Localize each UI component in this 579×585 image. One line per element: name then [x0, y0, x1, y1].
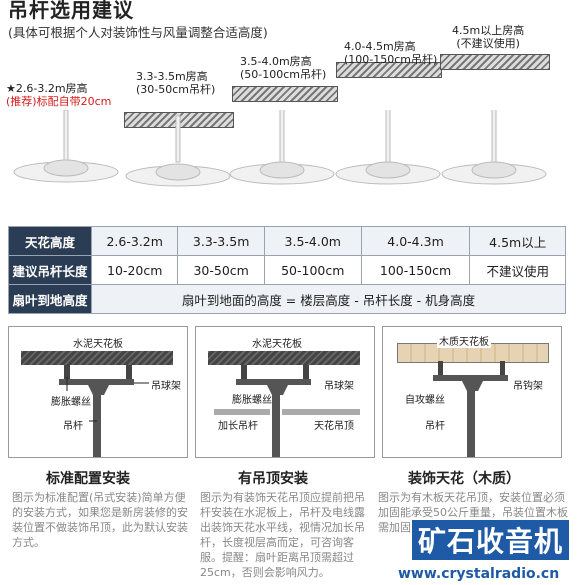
desc-standard: 图示为标准配置(吊式安装)简单方便的安装方式，如果您是新房装修的安装位置不做装饰… — [12, 491, 188, 549]
ceiling-step-2 — [232, 86, 338, 102]
fan-4 — [335, 110, 441, 185]
table-row: 天花高度 2.6-3.2m 3.3-3.5m 3.5-4.0m 4.0-4.3m… — [8, 226, 566, 256]
page-subtitle: (具体可根据个人对装饰性与风量调整合适高度) — [8, 25, 268, 40]
watermark-brand: 矿石收音机 — [412, 520, 570, 560]
concrete-ceiling — [208, 351, 360, 365]
step-3-label: 3.5-4.0m房高(50-100cm吊杆) — [240, 55, 327, 81]
fan-2 — [125, 115, 231, 187]
mount-diagram — [214, 365, 360, 457]
heading-suspended: 有吊顶安装 — [238, 471, 308, 487]
step-1-note: (推荐)标配自带20cm — [6, 95, 112, 108]
mount-diagram — [59, 365, 149, 457]
mount-diagram — [433, 361, 508, 457]
heading-standard: 标准配置安装 — [46, 471, 130, 487]
spec-table: 天花高度 2.6-3.2m 3.3-3.5m 3.5-4.0m 4.0-4.3m… — [8, 226, 566, 314]
fan-1 — [13, 110, 119, 183]
ceiling-fan-illustrations — [13, 110, 547, 187]
install-panel-standard: 水泥天花板 膨胀螺丝 吊球架 吊杆 — [8, 326, 188, 458]
install-panel-wood: 木质天花板 吊钩架 自攻螺丝 吊杆 — [382, 326, 562, 458]
table-row: 扇叶到地高度 扇叶到地面的高度 = 楼层高度 - 吊杆长度 - 机身高度 — [8, 284, 566, 314]
page-title: 吊杆选用建议 — [8, 0, 134, 22]
heading-wood: 装饰天花（木质） — [408, 471, 520, 487]
step-1-label: ★2.6-3.2m房高 (推荐)标配自带20cm — [6, 82, 112, 108]
concrete-ceiling — [21, 351, 173, 365]
desc-suspended: 图示为有装饰天花吊顶应提前把吊杆安装在水泥板上，吊杆及电线露出装饰天花水平线，视… — [200, 491, 365, 579]
table-row: 建议吊杆长度 10-20cm 30-50cm 50-100cm 100-150c… — [8, 255, 566, 285]
fan-3 — [229, 110, 335, 185]
install-panel-suspended: 水泥天花板 膨胀螺丝 吊球架 加长吊杆 天花吊顶 — [195, 326, 375, 458]
fan-5 — [441, 110, 547, 185]
star-icon: ★ — [6, 82, 16, 95]
watermark-url: www.crystalradio.cn — [398, 566, 560, 582]
step-4-label: 4.0-4.5m房高(100-150cm吊杆) — [344, 40, 438, 66]
ceiling-step-3 — [336, 62, 442, 78]
ceiling-step-4 — [440, 54, 550, 70]
step-5-label: 4.5m以上房高(不建议使用) — [452, 24, 525, 50]
step-2-label: 3.3-3.5m房高(30-50cm吊杆) — [136, 70, 216, 96]
